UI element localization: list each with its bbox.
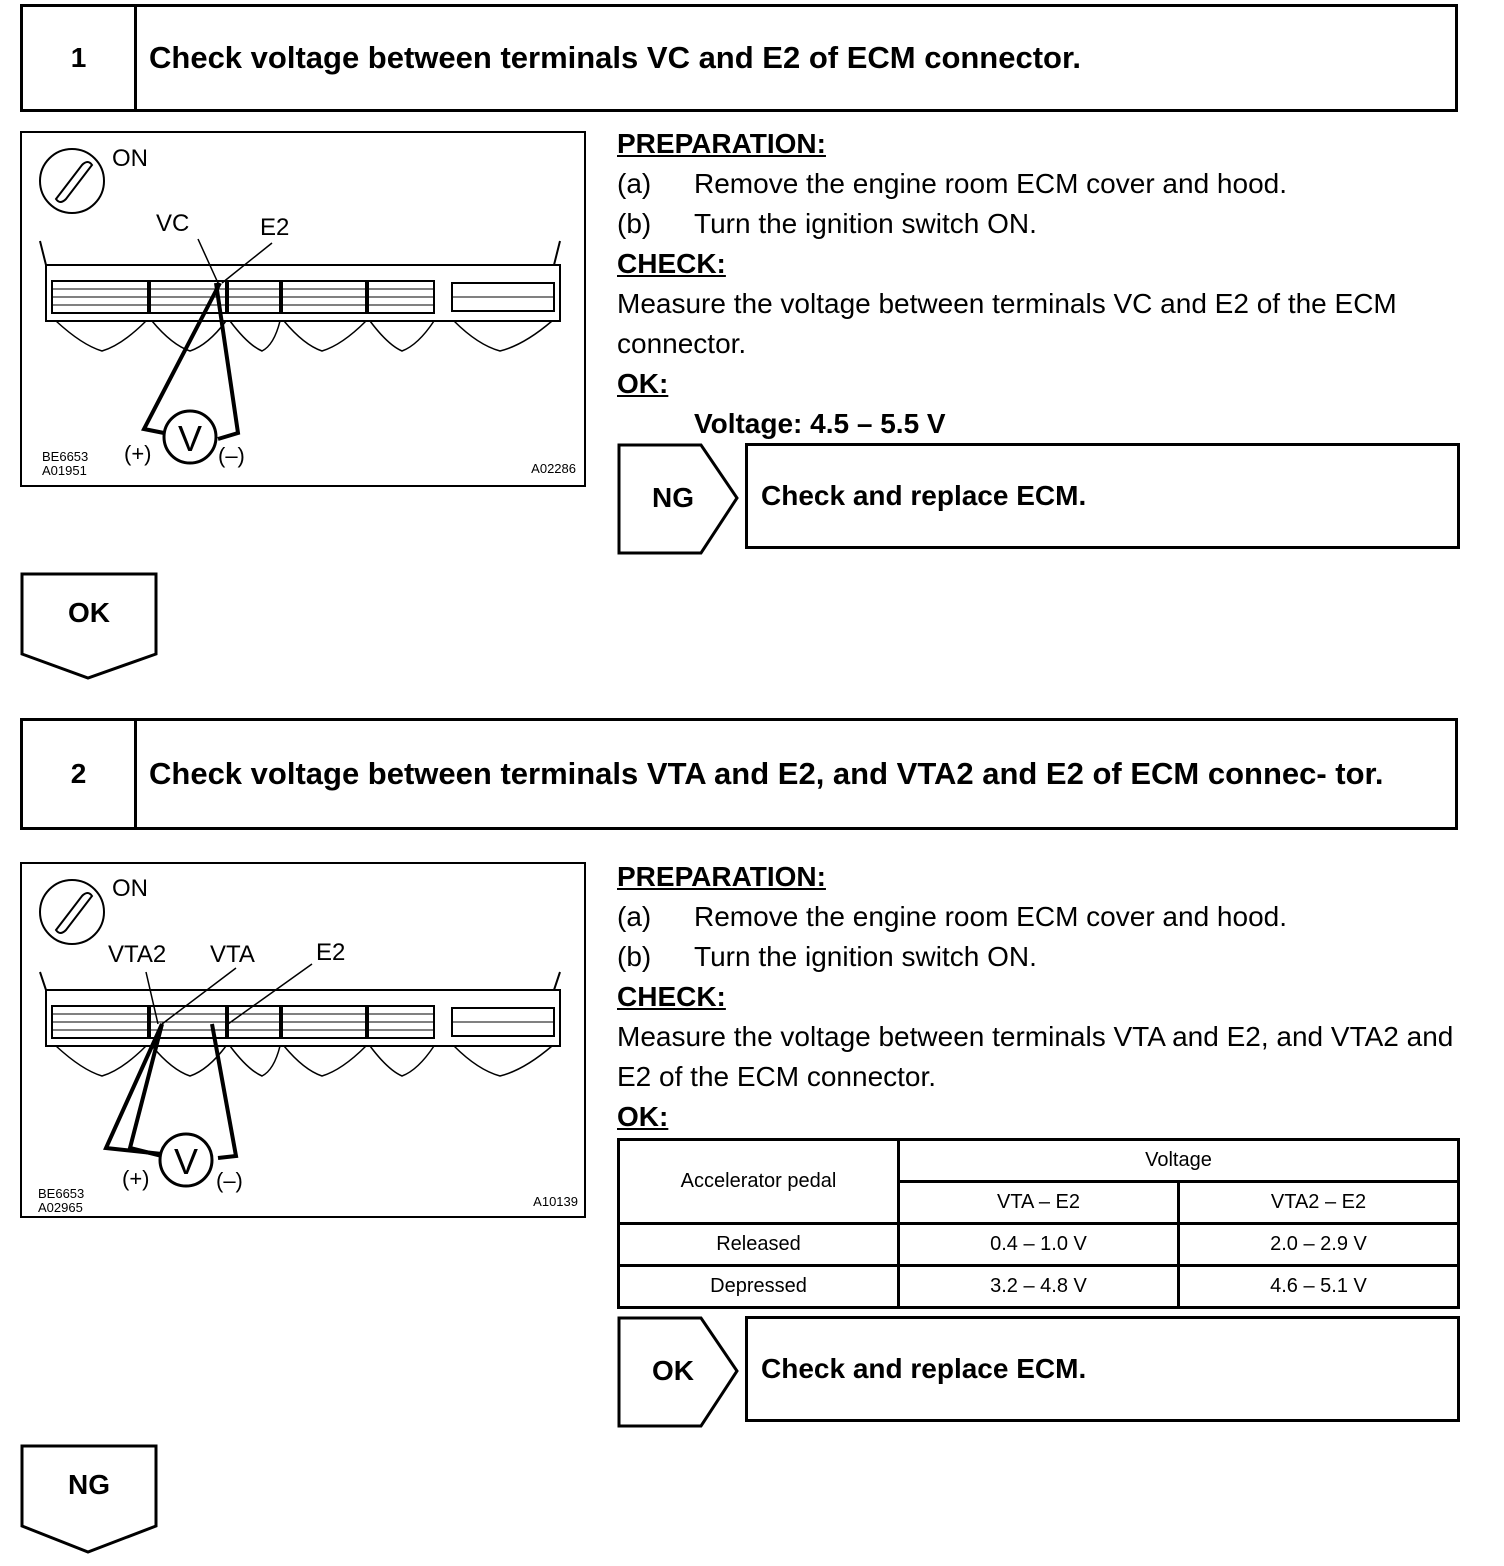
terminal-label-e2: E2 <box>316 939 345 966</box>
switch-on-label: ON <box>112 145 148 172</box>
step-1-header: 1 Check voltage between terminals VC and… <box>20 4 1458 112</box>
prep-item: (a)Remove the engine room ECM cover and … <box>617 901 1287 932</box>
check-heading: CHECK: <box>617 981 726 1012</box>
voltmeter-icon: V <box>158 1132 214 1188</box>
check-heading: CHECK: <box>617 248 726 279</box>
table-row: Released 0.4 – 1.0 V 2.0 – 2.9 V <box>617 1222 1460 1267</box>
table-cell: 2.0 – 2.9 V <box>1177 1222 1460 1267</box>
table-cell: Depressed <box>617 1264 900 1309</box>
step-2-header: 2 Check voltage between terminals VTA an… <box>20 718 1458 830</box>
check-text: Measure the voltage between terminals VC… <box>617 288 1397 359</box>
table-header-pedal: Accelerator pedal <box>617 1138 900 1225</box>
minus-lead-label: (–) <box>218 443 245 468</box>
terminal-label-vta: VTA <box>210 941 255 968</box>
check-text: Measure the voltage between terminals VT… <box>617 1021 1454 1092</box>
step-number: 1 <box>23 7 137 109</box>
step-1-ng-branch: NG Check and replace ECM. <box>617 443 1460 555</box>
step-title: Check voltage between terminals VC and E… <box>149 40 1081 75</box>
plus-lead-label: (+) <box>124 441 152 466</box>
step-number: 2 <box>23 721 137 827</box>
ok-heading: OK: <box>617 1101 669 1132</box>
figure-ref-code: BE6653 <box>38 1186 84 1201</box>
terminal-label-vc: VC <box>156 210 189 237</box>
ok-spec: Voltage: 4.5 – 5.5 V <box>694 408 946 439</box>
ng-result-text: Check and replace ECM. <box>745 443 1460 549</box>
ok-chevron: OK <box>617 1316 741 1433</box>
ecm-connector <box>39 240 561 352</box>
table-cell: 3.2 – 4.8 V <box>897 1264 1180 1309</box>
table-cell: 4.6 – 5.1 V <box>1177 1264 1460 1309</box>
table-cell: 0.4 – 1.0 V <box>897 1222 1180 1267</box>
table-cell: Released <box>617 1222 900 1267</box>
ng-down-arrow: NG <box>20 1444 160 1561</box>
prep-item: (a)Remove the engine room ECM cover and … <box>617 168 1287 199</box>
table-header-voltage: Voltage <box>897 1138 1460 1183</box>
voltmeter-icon: V <box>162 409 218 465</box>
step-2-instructions: PREPARATION: (a)Remove the engine room E… <box>617 857 1467 1137</box>
step-title: Check voltage between terminals VTA and … <box>149 756 1384 791</box>
terminal-label-e2: E2 <box>260 214 289 241</box>
preparation-heading: PREPARATION: <box>617 861 826 892</box>
prep-item: (b)Turn the ignition switch ON. <box>617 208 1037 239</box>
figure-ref-code: BE6653 <box>42 449 88 464</box>
step-2-ok-branch: OK Check and replace ECM. <box>617 1316 1460 1428</box>
prep-item: (b)Turn the ignition switch ON. <box>617 941 1037 972</box>
preparation-heading: PREPARATION: <box>617 128 826 159</box>
connector-diagram: ON VC E2 <box>20 131 586 487</box>
ignition-switch-icon <box>39 148 105 214</box>
terminal-label-vta2: VTA2 <box>108 941 166 968</box>
figure-ref-code: A01951 <box>42 463 87 478</box>
figure-ref-code: A10139 <box>533 1194 578 1209</box>
figure-ref-code: A02286 <box>531 461 576 476</box>
svg-text:V: V <box>174 1141 198 1182</box>
ok-result-text: Check and replace ECM. <box>745 1316 1460 1422</box>
minus-lead-label: (–) <box>216 1168 243 1193</box>
connector-diagram: ON VTA2 VTA E2 <box>20 862 586 1218</box>
switch-on-label: ON <box>112 875 148 902</box>
figure-ref-code: A02965 <box>38 1200 83 1215</box>
svg-text:V: V <box>178 418 202 459</box>
plus-lead-label: (+) <box>122 1166 150 1191</box>
ok-down-arrow: OK <box>20 572 160 687</box>
ignition-switch-icon <box>39 879 105 945</box>
step-1-instructions: PREPARATION: (a)Remove the engine room E… <box>617 124 1467 444</box>
ok-heading: OK: <box>617 368 669 399</box>
table-row: Depressed 3.2 – 4.8 V 4.6 – 5.1 V <box>617 1264 1460 1309</box>
table-subheader-vta2: VTA2 – E2 <box>1177 1180 1460 1225</box>
ecm-connector <box>39 971 561 1077</box>
ng-chevron: NG <box>617 443 741 560</box>
table-subheader-vta: VTA – E2 <box>897 1180 1180 1225</box>
voltage-spec-table: Accelerator pedal Voltage VTA – E2 VTA2 … <box>617 1138 1460 1309</box>
